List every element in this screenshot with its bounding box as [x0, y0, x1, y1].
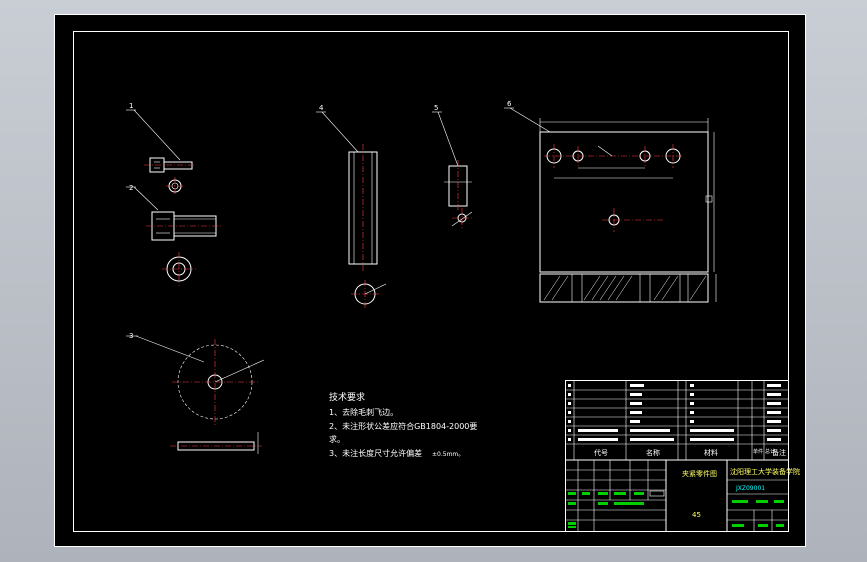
callout-4: 4 [319, 104, 324, 112]
tech-line-1: 1、去除毛刺飞边。 [329, 407, 398, 417]
tech-line-2a: 2、未注形状公差应符合GB1804-2000要 [329, 421, 477, 431]
col-name: 名称 [646, 448, 660, 457]
technical-requirements: 技术要求 1、去除毛刺飞边。 2、未注形状公差应符合GB1804-2000要 求… [329, 391, 477, 458]
col-total: 总计 [765, 448, 775, 455]
part-5-pin: 5 [432, 104, 473, 228]
part-3-disc: 3 [126, 332, 265, 454]
callout-6: 6 [507, 100, 512, 108]
drawing-number: JXZ09001 [735, 485, 765, 492]
tech-title: 技术要求 [329, 391, 365, 403]
drawing-name: 夹紧零件图 [682, 469, 717, 478]
tech-line-2b: 求。 [329, 434, 345, 444]
callout-3: 3 [129, 332, 133, 340]
part-2-screw: 2 [126, 184, 222, 286]
drawing-canvas: 1 2 [54, 14, 806, 547]
outer-border [54, 14, 806, 547]
inner-frame [73, 31, 789, 532]
part-1-bolt: 1 [126, 102, 196, 195]
callout-1: 1 [129, 102, 133, 110]
drawing-sheet[interactable]: 1 2 [54, 14, 806, 547]
callout-5: 5 [434, 104, 438, 112]
school-name: 沈阳理工大学装备学院 [730, 467, 800, 476]
part-4-rod: 4 [316, 104, 387, 308]
tech-line-3b: ±0.5mm。 [432, 451, 464, 458]
tech-line-3a: 3、未注长度尺寸允许偏差 [329, 448, 422, 458]
callout-2: 2 [129, 184, 133, 192]
part-6-plate: 6 [504, 100, 717, 303]
col-note: 备注 [772, 448, 786, 457]
col-code: 代号 [594, 448, 608, 457]
scale-mark: 45 [692, 511, 701, 519]
col-single: 单件 [753, 448, 763, 455]
col-material: 材料 [704, 448, 718, 457]
title-block: 代号 名称 材料 单件 总计 备注 [565, 380, 800, 532]
